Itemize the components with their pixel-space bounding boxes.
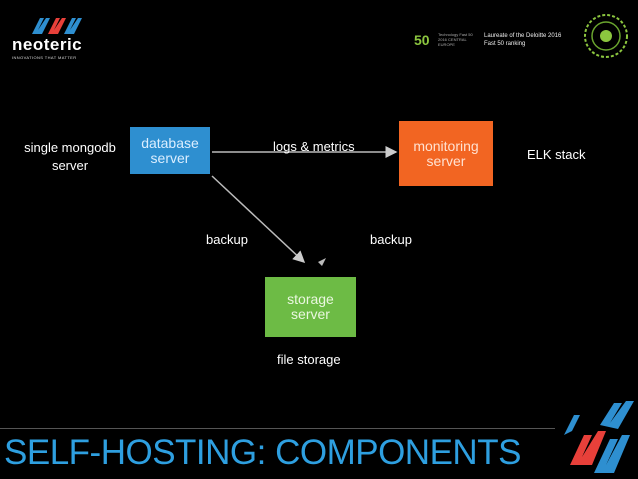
storage-node-line1: storage [287, 291, 334, 307]
award-text: Laureate of the Deloitte 2016 Fast 50 ra… [484, 32, 584, 48]
logs-metrics-label: logs & metrics [273, 139, 355, 154]
file-storage-label: file storage [277, 352, 341, 367]
neoteric-logo-mark-icon [32, 18, 82, 34]
monitoring-node-line1: monitoring [413, 137, 479, 154]
elk-stack-label: ELK stack [527, 147, 586, 162]
storage-node-line2: server [291, 306, 330, 322]
backup-right-label: backup [370, 232, 412, 247]
award-seal-icon [584, 14, 628, 58]
award-line-1: Laureate of the Deloitte 2016 [484, 33, 562, 39]
award-line-2: Fast 50 ranking [484, 41, 526, 47]
database-server-node: database server [130, 127, 210, 174]
neoteric-corner-logo-icon [564, 401, 634, 473]
neoteric-logo-tagline: INNOVATIONS THAT MATTER [12, 55, 77, 60]
monitoring-node-line2: server [426, 152, 466, 169]
slide-title: SELF-HOSTING: COMPONENTS [4, 433, 521, 472]
single-mongodb-label: single mongodb server [24, 140, 116, 173]
arrow-backup-database [211, 175, 306, 264]
arrow-backup-monitoring [318, 258, 326, 266]
neoteric-logo-text: neoteric [12, 35, 83, 54]
database-node-line1: database [141, 134, 199, 151]
storage-server-node: storage server [265, 277, 356, 337]
monitoring-server-node: monitoring server [399, 121, 493, 186]
backup-left-label: backup [206, 232, 248, 247]
title-divider [0, 428, 555, 429]
award-number: 50 [414, 32, 430, 48]
database-node-line2: server [150, 149, 190, 166]
award-small-text: Technology Fast 50 2016 CENTRAL EUROPE [438, 32, 473, 47]
